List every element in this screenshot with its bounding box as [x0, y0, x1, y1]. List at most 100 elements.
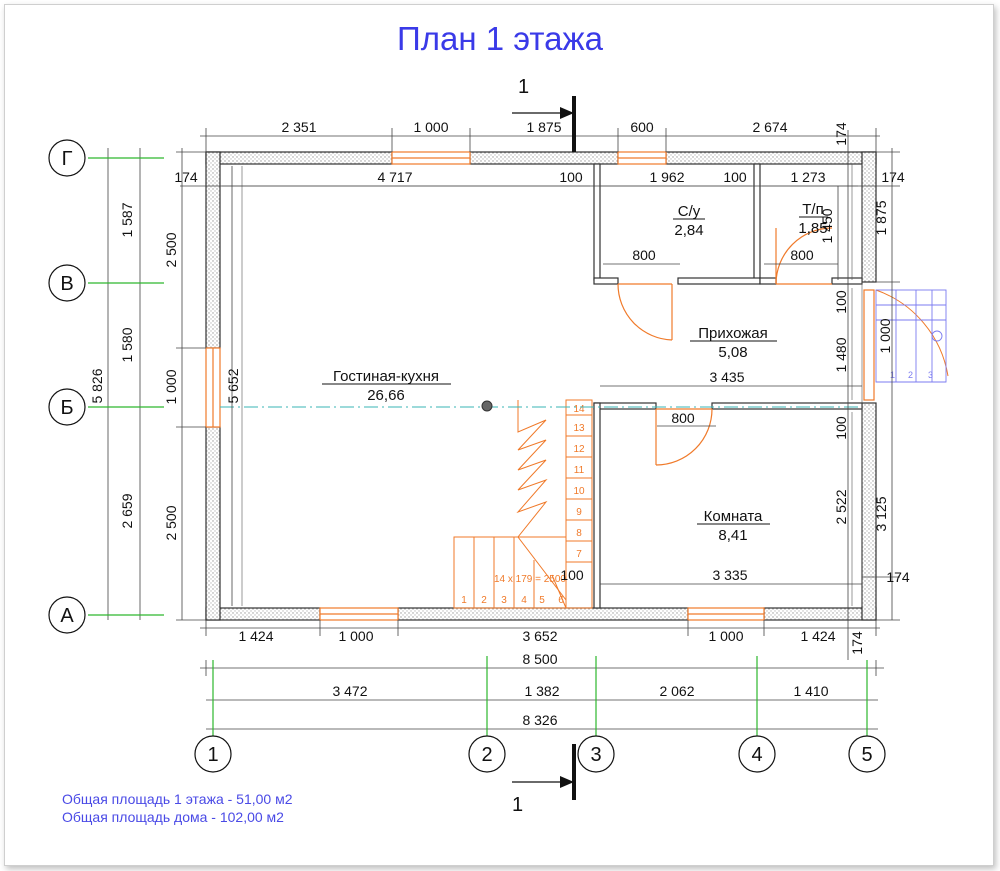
dim-axis-2: 1 382	[524, 683, 559, 699]
doors	[617, 227, 949, 466]
porch	[875, 289, 947, 383]
dim-inner-7: 174	[881, 169, 905, 185]
axis-col-5: 5	[861, 744, 872, 766]
page-title: План 1 этажа	[397, 20, 603, 57]
dim-left-total: 5 826	[89, 368, 105, 403]
dim-right-inner-4: 2 522	[833, 489, 849, 524]
axis-col-4: 4	[751, 744, 762, 766]
stair-step: 7	[576, 549, 582, 560]
dim-bottom-2: 1 000	[338, 628, 373, 644]
dim-bottom-1: 1 424	[238, 628, 273, 644]
axis-col-1: 1	[207, 744, 218, 766]
stair-label: 14 х 179 = 2500	[494, 574, 566, 585]
porch-step-1: 1	[890, 370, 895, 380]
dim-porch: 1 000	[877, 318, 893, 353]
dim-bottom-5: 1 424	[800, 628, 835, 644]
dim-bath-door: 800	[632, 247, 656, 263]
dim-right-inner-2: 1 480	[833, 337, 849, 372]
area-notes: Общая площадь 1 этажа - 51,00 м2 Общая п…	[62, 790, 293, 826]
dim-bottom-corner: 174	[849, 631, 865, 655]
stair-step: 14	[573, 404, 585, 415]
dim-room-door: 800	[671, 410, 695, 426]
dim-left-outer-3: 2 659	[119, 493, 135, 528]
wall-bath-right	[753, 163, 761, 281]
wall-top-1	[205, 151, 393, 165]
stair-step: 12	[573, 444, 585, 455]
stairs	[453, 399, 593, 609]
dim-inner-2: 4 717	[377, 169, 412, 185]
dim-3435: 3 435	[709, 369, 744, 385]
section-label-top: 1	[518, 76, 529, 98]
wall-bottom-1	[205, 607, 321, 621]
wall-bath-left	[593, 163, 601, 281]
dim-total-8500: 8 500	[522, 651, 557, 667]
stair-step: 9	[576, 507, 582, 518]
dim-left-outer-1: 1 587	[119, 202, 135, 237]
dim-bottom-3: 3 652	[522, 628, 557, 644]
wall-top-2	[469, 151, 619, 165]
dim-100-bottom: 100	[560, 567, 584, 583]
wall-bottom-2	[397, 607, 689, 621]
inner-lines	[222, 164, 863, 606]
room-hall-area: 5,08	[718, 344, 747, 361]
dim-right-inner-1: 100	[833, 290, 849, 314]
dim-left-mid-2: 1 000	[163, 369, 179, 404]
axis-col-3: 3	[590, 744, 601, 766]
stair-step: 10	[573, 486, 585, 497]
room-hall-name: Прихожая	[698, 325, 768, 342]
stair-step: 4	[521, 595, 527, 606]
dim-total-8326: 8 326	[522, 712, 557, 728]
dim-axis-3: 2 062	[659, 683, 694, 699]
stair-step: 6	[558, 595, 564, 606]
wall-wc-bottom-2	[831, 277, 863, 285]
dim-top-5: 2 674	[752, 119, 787, 135]
dim-inner-3: 100	[559, 169, 583, 185]
porch-step-2: 2	[908, 370, 913, 380]
wall-room-left	[593, 402, 601, 609]
wall-bottom-3	[763, 607, 877, 621]
dimension-lines	[102, 128, 900, 730]
wall-bath-bottom-1	[593, 277, 619, 285]
porch-step-3: 3	[928, 370, 933, 380]
room-room-area: 8,41	[718, 527, 747, 544]
dim-right-outer-1: 1 875	[873, 200, 889, 235]
wall-wc-bottom-1	[759, 277, 777, 285]
dim-wc-door: 800	[790, 247, 814, 263]
stair-step: 13	[573, 423, 585, 434]
axis-row-v: В	[60, 273, 73, 295]
stair-step-numbers: 14 13 12 11 10 9 8 7 1 2 3 4 5 6 14 х 17…	[461, 404, 585, 606]
room-bath-name: С/у	[678, 203, 701, 220]
dim-axis-1: 3 472	[332, 683, 367, 699]
section-label-bottom: 1	[512, 794, 523, 816]
note-house-area: Общая площадь дома - 102,00 м2	[62, 809, 284, 825]
axis-labels: Г В Б А 1 2 3 4 5	[60, 148, 872, 766]
dim-right-inner-3: 100	[833, 416, 849, 440]
axis-leaders	[88, 157, 868, 736]
dim-left-inner: 5 652	[225, 368, 241, 403]
axis-row-g: Г	[62, 148, 73, 170]
stair-step: 2	[481, 595, 487, 606]
dim-right-outer-2: 3 125	[873, 496, 889, 531]
stair-step: 5	[539, 595, 545, 606]
section-mark-top: 1	[512, 76, 576, 152]
room-living-area: 26,66	[367, 387, 405, 404]
axis-col-2: 2	[481, 744, 492, 766]
dim-bottom-4: 1 000	[708, 628, 743, 644]
column-marker	[481, 400, 493, 412]
axis-bubbles	[48, 139, 886, 773]
dim-inner-4: 1 962	[649, 169, 684, 185]
wall-room-top-2	[711, 402, 863, 410]
dim-inner-6: 1 273	[790, 169, 825, 185]
drawing-frame	[4, 4, 994, 866]
dim-top-1: 2 351	[281, 119, 316, 135]
wall-left-1	[205, 151, 221, 349]
wall-left-2	[205, 426, 221, 621]
dim-top-3: 1 875	[526, 119, 561, 135]
room-wc-name: Т/п	[802, 201, 823, 218]
dim-right-wc: 1 450	[819, 208, 835, 243]
wall-room-top-1	[593, 402, 657, 410]
dim-left-mid-3: 2 500	[163, 505, 179, 540]
room-room-name: Комната	[704, 508, 763, 525]
dim-inner-5: 100	[723, 169, 747, 185]
